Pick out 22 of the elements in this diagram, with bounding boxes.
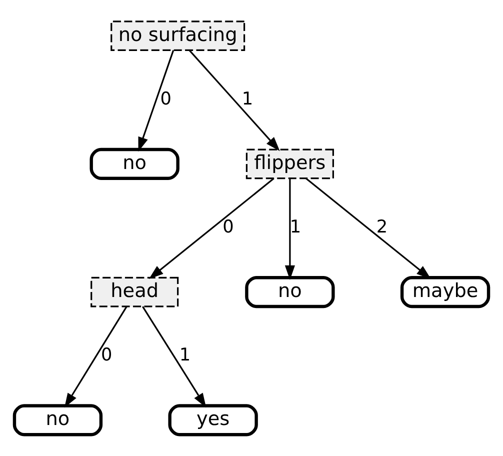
node-box: no (245, 276, 335, 308)
arrow (284, 178, 295, 280)
arrow (142, 306, 206, 408)
node-box: flippers (246, 148, 334, 180)
edge-label: 1 (290, 217, 302, 238)
node-box: no (12, 404, 103, 436)
node-box: maybe (400, 276, 490, 308)
arrow (188, 50, 280, 152)
node-box: no surfacing (110, 20, 246, 52)
edge-label: 2 (376, 217, 388, 238)
edge-label: 1 (179, 346, 191, 366)
node-box: head (90, 276, 179, 308)
arrow (64, 306, 128, 408)
arrow (148, 178, 274, 279)
edge-label: 0 (160, 89, 172, 110)
arrow (305, 178, 431, 279)
arrow (138, 50, 174, 152)
node-box: no (90, 148, 180, 180)
node-box: yes (168, 404, 258, 436)
edge-label: 0 (222, 217, 234, 238)
edge-label: 0 (100, 346, 112, 366)
edge-label: 1 (242, 89, 254, 110)
